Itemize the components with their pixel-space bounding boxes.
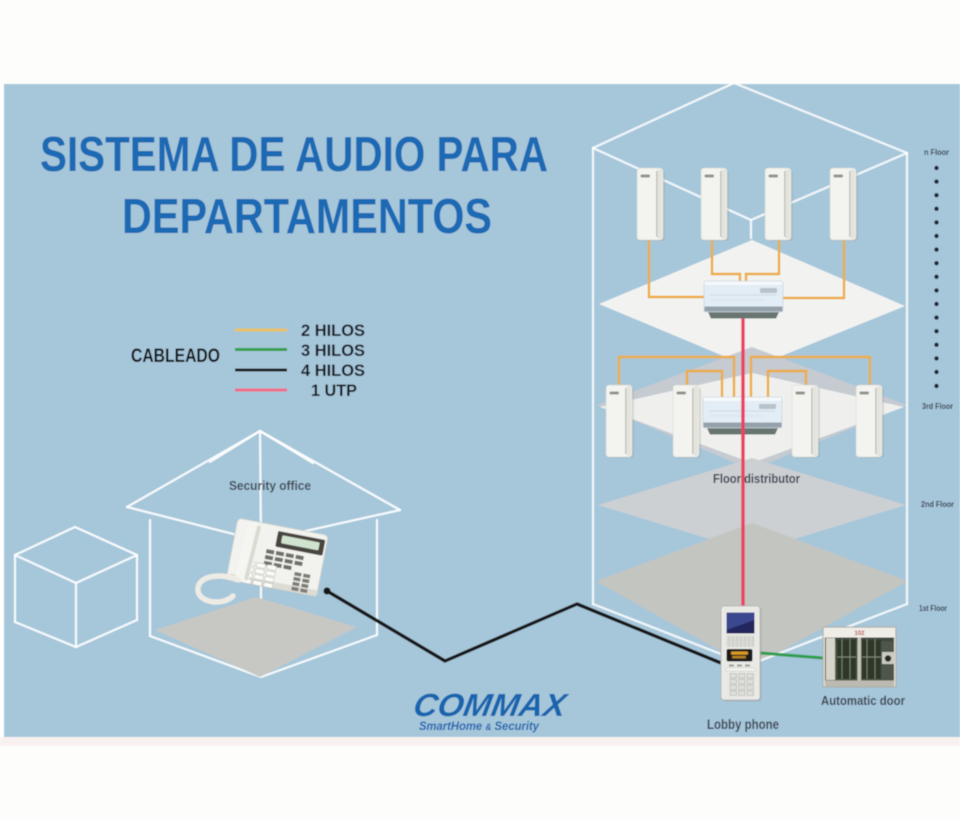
svg-text:1st Floor: 1st Floor [919, 604, 947, 613]
svg-text:COMMAX: COMMAX [411, 687, 572, 723]
svg-text:Lobby phone: Lobby phone [707, 717, 779, 732]
svg-text:3rd Floor: 3rd Floor [922, 402, 953, 411]
svg-text:DEPARTAMENTOS: DEPARTAMENTOS [122, 190, 492, 244]
svg-text:2nd Floor: 2nd Floor [921, 500, 954, 509]
svg-text:Automatic door: Automatic door [821, 693, 905, 708]
svg-text:n Floor: n Floor [924, 148, 949, 157]
svg-text:3 HILOS: 3 HILOS [301, 341, 365, 360]
svg-text:SmartHome & Security: SmartHome & Security [419, 719, 540, 733]
svg-text:4 HILOS: 4 HILOS [301, 361, 365, 380]
svg-text:1 UTP: 1 UTP [311, 381, 357, 400]
svg-text:102: 102 [855, 631, 866, 637]
svg-text:CABLEADO: CABLEADO [131, 346, 220, 367]
svg-text:Security office: Security office [229, 479, 311, 493]
svg-text:SISTEMA DE AUDIO PARA: SISTEMA DE AUDIO PARA [40, 128, 548, 182]
svg-text:2 HILOS: 2 HILOS [301, 321, 365, 340]
svg-text:Floor distributor: Floor distributor [713, 471, 800, 486]
